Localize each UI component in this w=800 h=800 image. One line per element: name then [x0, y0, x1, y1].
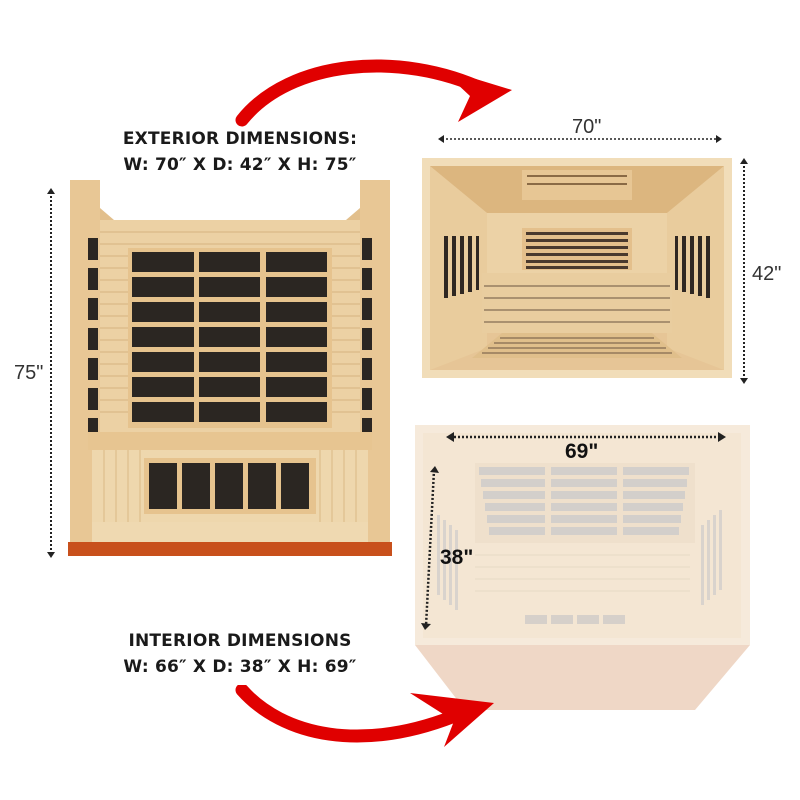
- bottom-red-arrow: [232, 685, 502, 755]
- interior-height-dimension-line: [446, 432, 726, 442]
- exterior-depth-label: 42": [752, 263, 782, 285]
- exterior-values: W: 70″ X D: 42″ X H: 75″: [123, 155, 357, 175]
- interior-depth-label: 38": [440, 546, 474, 569]
- sauna-top-view-interior: [405, 425, 760, 710]
- exterior-dimensions-heading: EXTERIOR DIMENSIONS: W: 70″ X D: 42″ X H…: [95, 126, 385, 178]
- interior-values: W: 66″ X D: 38″ X H: 69″: [123, 657, 357, 677]
- interior-height-label: 69": [565, 440, 599, 463]
- exterior-width-dimension-line: [438, 134, 722, 144]
- curved-arrow-icon: [235, 685, 494, 747]
- exterior-depth-dimension-line: [739, 158, 749, 384]
- sauna-top-view-exterior: [422, 158, 732, 378]
- interior-dimensions-heading: INTERIOR DIMENSIONS W: 66″ X D: 38″ X H:…: [95, 628, 385, 680]
- top-red-arrow: [230, 50, 520, 130]
- exterior-height-dimension-line: [46, 188, 56, 558]
- exterior-title: EXTERIOR DIMENSIONS:: [122, 129, 358, 149]
- interior-title: INTERIOR DIMENSIONS: [128, 631, 352, 651]
- exterior-width-label: 70": [572, 116, 602, 138]
- interior-depth-dimension-line: [420, 466, 440, 630]
- exterior-height-label: 75": [14, 362, 44, 384]
- sauna-front-view: [60, 178, 400, 562]
- curved-arrow-icon: [235, 59, 512, 127]
